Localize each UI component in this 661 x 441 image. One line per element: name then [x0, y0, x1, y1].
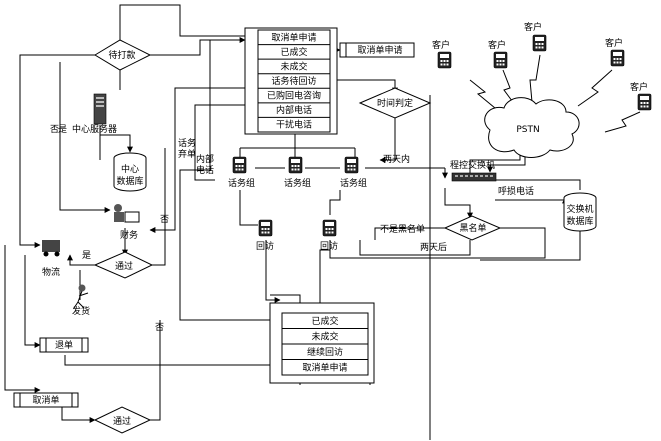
decision-daidakuan-label: 待打款: [108, 49, 135, 61]
status-item: 内部电话: [276, 104, 312, 116]
customer-1: 客户: [432, 39, 452, 69]
customer-2-label: 客户: [488, 39, 506, 51]
switch-label: 程控交换机: [450, 159, 495, 171]
cancel-request-label: 取消单申请: [357, 44, 402, 56]
status-item: 已购回电咨询: [267, 90, 321, 102]
switch-icon: [451, 172, 497, 182]
label-call-in: 呼损电话: [498, 185, 534, 197]
label-no-3: 否: [155, 322, 164, 333]
visit-item: 已成交: [311, 315, 338, 327]
logistics-node: 物流: [42, 240, 60, 278]
call-group-2-label: 话务组: [284, 177, 311, 189]
phone-icon: [532, 34, 547, 52]
switch-database: 交换机 数据库: [563, 192, 597, 232]
call-group-3-label: 话务组: [340, 177, 367, 189]
logistics-label: 物流: [42, 266, 60, 278]
center-server: 中心服务器: [72, 93, 117, 135]
status-item: 未成交: [280, 60, 307, 72]
finance-label: 财务: [120, 229, 138, 241]
return-order-box: 退单: [39, 337, 89, 353]
revisit-1: 回访: [256, 219, 274, 252]
decision-tongguo-2-label: 通过: [113, 415, 131, 427]
customer-5: 客户: [630, 81, 652, 111]
forklift-icon: [42, 240, 60, 252]
customer-2: 客户: [488, 39, 508, 69]
pstn-cloud: PSTN: [484, 97, 580, 158]
revisit-2: 回访: [320, 219, 338, 252]
call-group-1: 话务组: [228, 156, 255, 189]
label-after-two-days: 两天后: [420, 242, 447, 253]
phone-icon: [437, 51, 452, 69]
visit-item: 取消单申请: [302, 361, 347, 373]
label-internal-call-1: 内部: [196, 153, 214, 165]
call-group-3: 话务组: [340, 156, 367, 189]
cancel-order-label: 取消单: [32, 394, 59, 406]
center-database: 中心 数据库: [113, 152, 147, 192]
cancel-order-box: 取消单: [13, 392, 79, 408]
phone-icon: [322, 219, 337, 237]
phone-icon: [610, 49, 625, 67]
center-db-label-2: 数据库: [116, 175, 143, 187]
label-call-dispatch-2: 弃单: [178, 148, 196, 160]
call-group-2: 话务组: [284, 156, 311, 189]
label-yes-2: 是: [82, 250, 91, 261]
return-order-label: 退单: [55, 339, 73, 351]
switch-db-label-2: 数据库: [566, 215, 593, 227]
customer-3-label: 客户: [524, 21, 542, 33]
decision-tongguo-1-label: 通过: [115, 260, 133, 272]
cancel-request-box: 取消单申请: [339, 42, 415, 58]
decision-daidakuan: 待打款: [94, 39, 152, 71]
flow-labels: 否 是 是 否 否 话务 弃单 内部 电话 两天内 两天后 不是黑名单 呼损电话: [50, 124, 534, 333]
status-item: 取消单申请: [271, 31, 316, 43]
customer-3: 客户: [524, 21, 547, 52]
decision-shijian: 时间判定: [358, 87, 432, 119]
decision-tongguo-1: 通过: [93, 251, 154, 279]
shipping-node: 发货: [72, 284, 90, 317]
visit-item: 继续回访: [307, 346, 343, 358]
phone-icon: [258, 219, 273, 237]
center-db-label-1: 中心: [121, 163, 139, 175]
phone-icon: [493, 51, 508, 69]
decision-heimingdan-label: 黑名单: [459, 222, 486, 234]
label-call-dispatch-1: 话务: [178, 137, 196, 149]
customer-5-label: 客户: [630, 81, 648, 93]
customer-1-label: 客户: [432, 39, 450, 51]
pstn-label: PSTN: [516, 125, 539, 135]
label-no-1: 否: [50, 124, 59, 135]
status-item: 话务待回访: [271, 75, 316, 87]
phone-icon: [232, 156, 247, 174]
decision-tongguo-2: 通过: [93, 406, 152, 434]
decision-shijian-label: 时间判定: [377, 97, 413, 109]
phone-icon: [637, 93, 652, 111]
shipping-person-icon: [78, 284, 86, 292]
phone-icon: [288, 156, 303, 174]
label-internal-call-2: 电话: [196, 164, 214, 176]
call-group-1-label: 话务组: [228, 177, 255, 189]
shipping-label: 发货: [72, 305, 90, 317]
label-not-blacklist: 不是黑名单: [380, 223, 425, 235]
status-item: 干扰电话: [276, 119, 312, 131]
visit-item: 未成交: [311, 330, 338, 342]
program-switch: 程控交换机: [450, 159, 497, 182]
phone-icon: [344, 156, 359, 174]
revisit-1-label: 回访: [256, 241, 274, 252]
pstn-cloud-shape: [484, 97, 580, 158]
label-within-two-days: 两天内: [383, 153, 410, 165]
label-no-2: 否: [160, 214, 169, 225]
server-label: 中心服务器: [72, 123, 117, 135]
finance-person-icon: [114, 204, 122, 212]
switch-db-label-1: 交换机: [566, 203, 593, 215]
status-item: 已成交: [280, 46, 307, 58]
customer-4-label: 客户: [605, 37, 623, 49]
customer-4: 客户: [605, 37, 625, 67]
finance-node: 财务: [114, 204, 140, 241]
decision-heimingdan: 黑名单: [443, 215, 502, 241]
label-yes: 是: [58, 124, 67, 135]
revisit-2-label: 回访: [320, 241, 338, 252]
